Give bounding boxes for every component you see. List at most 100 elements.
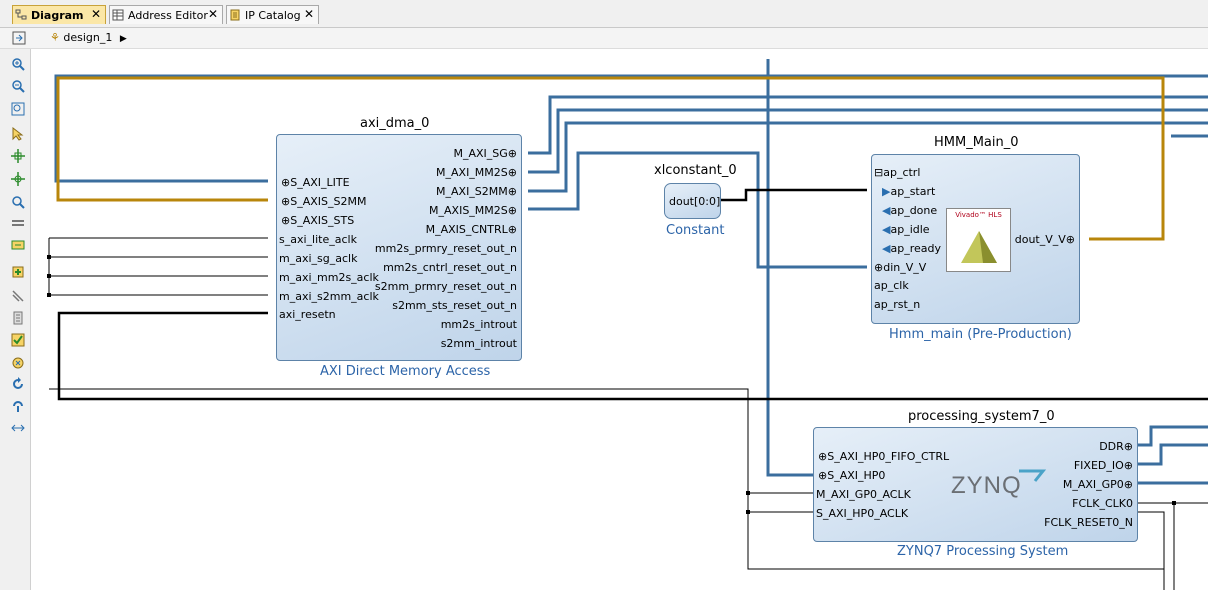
fit-selection-icon[interactable] [9, 170, 27, 188]
port-s2mm-introut[interactable]: s2mm_introut [440, 337, 517, 350]
port-dout-v-v[interactable]: dout_V_V⊕ [1014, 233, 1075, 246]
zynq-swoosh-icon [1019, 469, 1047, 482]
tab-ip-catalog-label: IP Catalog [245, 8, 301, 22]
tab-diagram-label: Diagram [31, 8, 84, 22]
bus-wire-ddr [1137, 425, 1208, 447]
port-ddr[interactable]: DDR⊕ [1099, 440, 1133, 453]
bus-wire-fixed-io [1137, 443, 1208, 466]
port-ap-idle[interactable]: ◀ap_idle [882, 223, 930, 236]
port-s-axi-hp0-aclk[interactable]: S_AXI_HP0_ACLK [816, 507, 909, 520]
zoom-in-icon[interactable] [9, 55, 27, 73]
net-wire-resetn [57, 311, 1208, 401]
net-wire-clk-to-ps [49, 388, 1165, 570]
bus-wire-mm2s-to-din [528, 151, 867, 269]
port-m-axi-s2mm[interactable]: M_AXI_S2MM⊕ [436, 185, 517, 198]
port-s2mm-sts-reset-out-n[interactable]: s2mm_sts_reset_out_n [392, 299, 517, 312]
validate-icon[interactable] [9, 331, 27, 349]
bus-wire-m-axi-mm2s [528, 108, 1208, 174]
zoom-out-icon[interactable] [9, 77, 27, 95]
auto-connect-icon[interactable] [9, 397, 27, 415]
tab-ip-catalog[interactable]: IP Catalog ✕ [226, 5, 319, 24]
port-m-axi-gp0[interactable]: M_AXI_GP0⊕ [1062, 478, 1133, 491]
tab-address-editor[interactable]: Address Editor ✕ [109, 5, 223, 24]
axi-dma-subtitle: AXI Direct Memory Access [320, 364, 491, 379]
port-mm2s-introut[interactable]: mm2s_introut [440, 318, 517, 331]
vivado-hls-label: Vivado™ HLS [955, 211, 1002, 219]
port-s-axi-lite[interactable]: ⊕S_AXI_LITE [281, 176, 350, 189]
port-axi-resetn[interactable]: axi_resetn [279, 308, 336, 321]
port-ap-done[interactable]: ◀ap_done [882, 204, 938, 217]
port-ap-ctrl[interactable]: ⊟ap_ctrl [874, 166, 921, 179]
axis-wire-loop [56, 76, 1165, 241]
port-mm2s-prmry-reset-out-n[interactable]: mm2s_prmry_reset_out_n [374, 242, 517, 255]
chevron-right-icon[interactable]: ▶ [119, 34, 127, 44]
port-ap-rst-n[interactable]: ap_rst_n [874, 298, 921, 311]
hmm-main-block[interactable]: ⊟ap_ctrl ▶ap_start ◀ap_done ◀ap_idle ◀ap… [871, 154, 1080, 324]
bus-wire-s-axis-sts [66, 219, 268, 449]
port-fclk-reset0-n[interactable]: FCLK_RESET0_N [1044, 516, 1133, 529]
net-wires [48, 188, 1208, 590]
port-fixed-io[interactable]: FIXED_IO⊕ [1073, 459, 1133, 472]
ps7-subtitle: ZYNQ7 Processing System [897, 544, 1069, 559]
hmm-main-title: HMM_Main_0 [934, 135, 1019, 150]
xlconstant-block[interactable]: dout[0:0] [664, 183, 721, 219]
bus-wire-m-axi-s2mm [528, 121, 1208, 193]
tab-address-editor-label: Address Editor [128, 8, 208, 22]
close-icon[interactable]: ✕ [90, 7, 101, 21]
xlconstant-subtitle: Constant [666, 223, 725, 238]
pin-icon[interactable] [9, 419, 27, 437]
port-ap-ready[interactable]: ◀ap_ready [882, 242, 941, 255]
tab-diagram[interactable]: Diagram ✕ [12, 5, 106, 24]
port-m-axi-s2mm-aclk[interactable]: m_axi_s2mm_aclk [279, 290, 379, 303]
ip-catalog-icon [230, 9, 240, 21]
port-din-v-v[interactable]: ⊕din_V_V [874, 261, 927, 274]
axi-bus-wires [54, 59, 1208, 485]
zoom-fit-icon[interactable] [9, 100, 27, 118]
junction-dots [47, 255, 1176, 514]
port-s-axi-hp0-fifo-ctrl[interactable]: ⊕S_AXI_HP0_FIFO_CTRL [818, 450, 950, 463]
port-s-axis-sts[interactable]: ⊕S_AXIS_STS [281, 214, 355, 227]
fit-full-icon[interactable] [9, 147, 27, 165]
port-ap-start[interactable]: ▶ap_start [882, 185, 936, 198]
close-icon[interactable]: ✕ [207, 7, 218, 21]
port-dout[interactable]: dout[0:0] [669, 195, 721, 208]
ps7-title: processing_system7_0 [908, 409, 1055, 424]
diagram-icon [15, 9, 27, 20]
port-s-axis-s2mm[interactable]: ⊕S_AXIS_S2MM [281, 195, 367, 208]
port-m-axis-mm2s[interactable]: M_AXIS_MM2S⊕ [429, 204, 517, 217]
breadcrumb-bar: ⚘ design_1 ▶ [0, 28, 1208, 49]
route-icon[interactable] [9, 287, 27, 305]
add-ip-icon[interactable] [9, 263, 27, 281]
port-s-axi-hp0[interactable]: ⊕S_AXI_HP0 [818, 469, 886, 482]
table-icon [112, 9, 124, 21]
port-mm2s-cntrl-reset-out-n[interactable]: mm2s_cntrl_reset_out_n [383, 261, 517, 274]
axi-dma-block[interactable]: ⊕S_AXI_LITE ⊕S_AXIS_S2MM ⊕S_AXIS_STS s_a… [276, 134, 522, 361]
port-m-axi-sg[interactable]: M_AXI_SG⊕ [453, 147, 517, 160]
properties-icon[interactable] [9, 309, 27, 327]
port-m-axi-mm2s[interactable]: M_AXI_MM2S⊕ [436, 166, 517, 179]
port-s2mm-prmry-reset-out-n[interactable]: s2mm_prmry_reset_out_n [374, 280, 517, 293]
block-design-canvas[interactable]: axi_dma_0 ⊕S_AXI_LITE ⊕S_AXIS_S2MM ⊕S_AX… [31, 49, 1208, 590]
close-icon[interactable]: ✕ [303, 7, 314, 21]
bus-wire-s-axi-lite [54, 74, 1208, 183]
breadcrumb-label: design_1 [63, 31, 113, 44]
zynq-logo: ZYNQ [951, 472, 1022, 499]
bus-wire-to-ps7 [766, 59, 817, 477]
ps7-block[interactable]: ⊕S_AXI_HP0_FIFO_CTRL ⊕S_AXI_HP0 M_AXI_GP… [813, 427, 1138, 542]
search-icon[interactable] [9, 193, 27, 211]
select-area-icon[interactable] [9, 125, 27, 143]
collapse-panel-icon[interactable] [12, 31, 26, 45]
port-s-axi-lite-aclk[interactable]: s_axi_lite_aclk [279, 233, 357, 246]
port-m-axi-gp0-aclk[interactable]: M_AXI_GP0_ACLK [816, 488, 911, 501]
port-m-axi-sg-aclk[interactable]: m_axi_sg_aclk [279, 252, 358, 265]
port-m-axi-mm2s-aclk[interactable]: m_axi_mm2s_aclk [279, 271, 379, 284]
regenerate-icon[interactable] [9, 354, 27, 372]
expand-all-icon[interactable] [9, 236, 27, 254]
breadcrumb[interactable]: ⚘ design_1 ▶ [50, 31, 127, 44]
port-fclk-clk0[interactable]: FCLK_CLK0 [1072, 497, 1133, 510]
port-m-axis-cntrl[interactable]: M_AXIS_CNTRL⊕ [425, 223, 517, 236]
diagram-toolbar [0, 49, 31, 590]
port-ap-clk[interactable]: ap_clk [874, 279, 909, 292]
refresh-icon[interactable] [9, 375, 27, 393]
collapse-all-icon[interactable] [9, 214, 27, 232]
